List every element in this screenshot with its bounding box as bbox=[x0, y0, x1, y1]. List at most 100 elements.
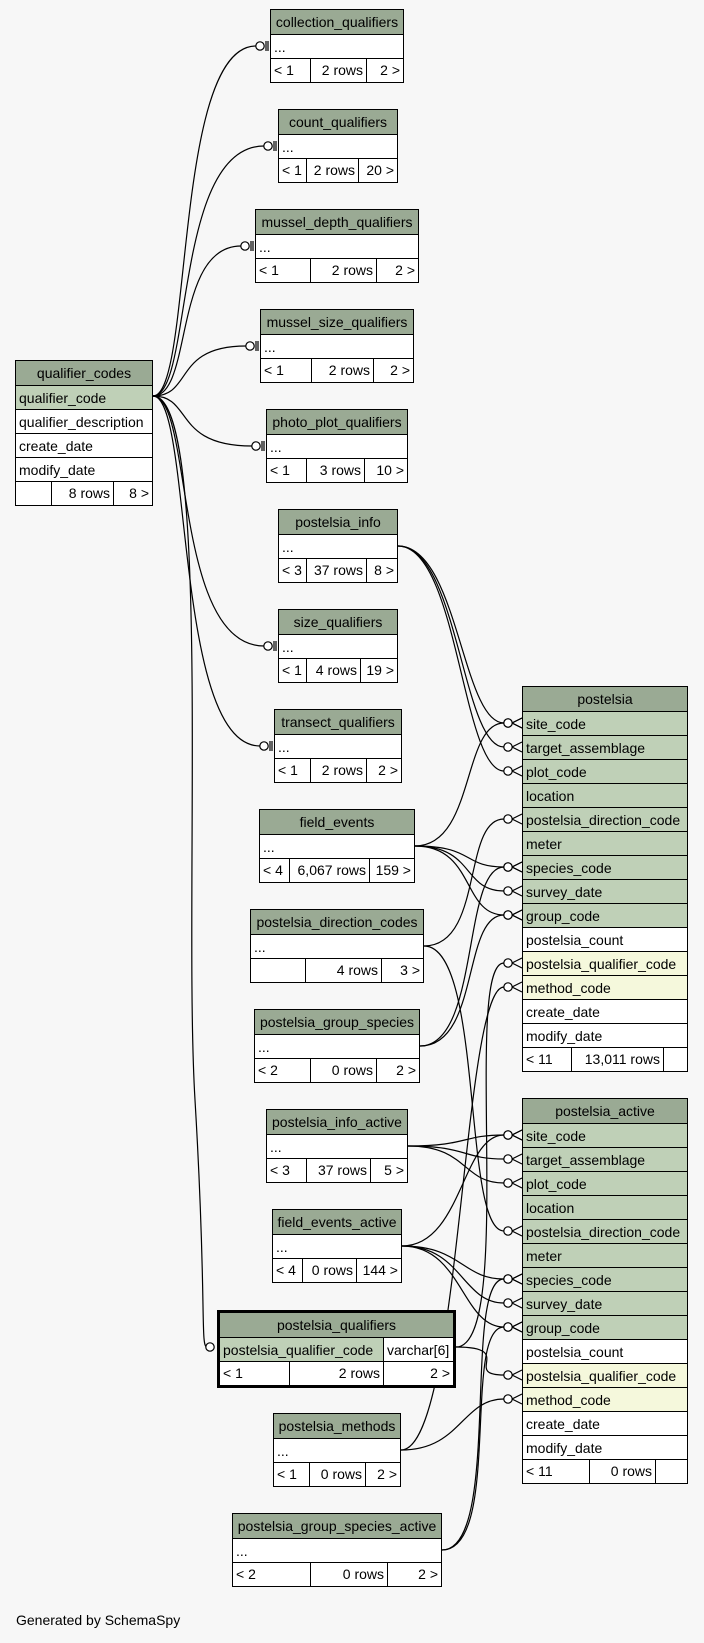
column-postelsia-qualifier-code: postelsia_qualifier_code bbox=[523, 952, 687, 976]
crow-foot-marker bbox=[510, 1225, 523, 1237]
row-count: 0 rows bbox=[303, 1259, 357, 1282]
table-footer: < 1 0 rows 2 > bbox=[274, 1463, 400, 1486]
edge-foreign-key bbox=[397, 545, 505, 772]
column-location: location bbox=[523, 784, 687, 808]
table-postelsia[interactable]: postelsia site_code target_assemblage pl… bbox=[522, 686, 688, 1072]
table-row: ... bbox=[279, 535, 397, 559]
optional-marker bbox=[255, 41, 265, 51]
row-count: 37 rows bbox=[307, 1159, 371, 1182]
table-title: photo_plot_qualifiers bbox=[267, 410, 407, 435]
crow-foot-marker bbox=[510, 1321, 523, 1333]
crow-foot-marker bbox=[510, 1297, 523, 1309]
crow-foot-marker bbox=[510, 1153, 523, 1165]
table-postelsia-methods[interactable]: postelsia_methods ... < 1 0 rows 2 > bbox=[273, 1413, 401, 1487]
column-modify-date: modify_date bbox=[523, 1024, 687, 1048]
row-count: 2 rows bbox=[307, 159, 359, 182]
column-qualifier-description: qualifier_description bbox=[16, 410, 152, 434]
row-count: 2 rows bbox=[312, 359, 374, 382]
table-postelsia-info[interactable]: postelsia_info ... < 3 37 rows 8 > bbox=[278, 509, 398, 583]
column-postelsia-qualifier-code: postelsia_qualifier_code bbox=[523, 1364, 687, 1388]
edge-qualifier-codes bbox=[152, 395, 265, 647]
children-count: 2 > bbox=[396, 1062, 416, 1078]
column-method-code: method_code bbox=[523, 976, 687, 1000]
table-row: ... bbox=[261, 335, 413, 359]
table-postelsia-qualifiers[interactable]: postelsia_qualifiers postelsia_qualifier… bbox=[217, 1310, 456, 1388]
edge-foreign-key bbox=[455, 962, 505, 1348]
optional-marker bbox=[503, 862, 513, 872]
row-count: 4 rows bbox=[307, 659, 361, 682]
crow-foot-marker bbox=[510, 717, 523, 729]
optional-marker bbox=[503, 1322, 513, 1332]
table-postelsia-direction-codes[interactable]: postelsia_direction_codes ... 4 rows 3 > bbox=[250, 909, 424, 983]
table-postelsia-group-species-active[interactable]: postelsia_group_species_active ... < 2 0… bbox=[232, 1513, 442, 1587]
table-row: ... bbox=[233, 1539, 441, 1563]
children-count: 2 > bbox=[418, 1566, 438, 1582]
row-count: 0 rows bbox=[311, 1563, 388, 1586]
edge-foreign-key bbox=[400, 1398, 505, 1451]
table-qualifier-codes[interactable]: qualifier_codes qualifier_code qualifier… bbox=[15, 360, 153, 506]
edge-foreign-key bbox=[400, 986, 505, 1451]
table-footer: < 1 2 rows 2 > bbox=[256, 259, 418, 282]
table-collection-qualifiers[interactable]: collection_qualifiers ... < 1 2 rows 2 > bbox=[270, 9, 404, 83]
table-mussel-depth-qualifiers[interactable]: mussel_depth_qualifiers ... < 1 2 rows 2… bbox=[255, 209, 419, 283]
parents-count: < 1 bbox=[267, 459, 307, 482]
crow-foot-marker bbox=[510, 861, 523, 873]
table-field-events-active[interactable]: field_events_active ... < 4 0 rows 144 > bbox=[272, 1209, 402, 1283]
parents-count: < 11 bbox=[523, 1460, 590, 1483]
children-count: 10 > bbox=[376, 462, 404, 478]
row-count: 2 rows bbox=[311, 759, 367, 782]
table-size-qualifiers[interactable]: size_qualifiers ... < 1 4 rows 19 > bbox=[278, 609, 398, 683]
optional-marker bbox=[503, 1370, 513, 1380]
table-title: transect_qualifiers bbox=[275, 710, 401, 735]
optional-marker bbox=[503, 718, 513, 728]
column-qualifier-code: qualifier_code bbox=[16, 386, 152, 410]
edge-qualifier-codes bbox=[152, 245, 242, 397]
table-postelsia-active[interactable]: postelsia_active site_code target_assemb… bbox=[522, 1098, 688, 1484]
table-title: postelsia_group_species bbox=[255, 1010, 419, 1035]
parents-count: < 1 bbox=[275, 759, 311, 782]
parents-count: < 1 bbox=[256, 259, 311, 282]
row-count: 3 rows bbox=[307, 459, 365, 482]
table-row: ... bbox=[279, 635, 397, 659]
edge-foreign-key bbox=[401, 1134, 505, 1247]
edge-foreign-key bbox=[397, 545, 505, 748]
table-row: ... bbox=[273, 1235, 401, 1259]
table-transect-qualifiers[interactable]: transect_qualifiers ... < 1 2 rows 2 > bbox=[274, 709, 402, 783]
optional-marker bbox=[263, 141, 273, 151]
table-title: postelsia_qualifiers bbox=[220, 1313, 453, 1338]
table-field-events[interactable]: field_events ... < 4 6,067 rows 159 > bbox=[259, 809, 415, 883]
table-title: field_events bbox=[260, 810, 414, 835]
table-postelsia-info-active[interactable]: postelsia_info_active ... < 3 37 rows 5 … bbox=[266, 1109, 408, 1183]
column-postelsia-count: postelsia_count bbox=[523, 1340, 687, 1364]
column-type: varchar[6] bbox=[384, 1338, 453, 1361]
edge-foreign-key bbox=[407, 1145, 505, 1184]
column-postelsia-qualifier-code: postelsia_qualifier_code varchar[6] bbox=[220, 1338, 453, 1362]
edge-foreign-key bbox=[414, 845, 505, 892]
table-count-qualifiers[interactable]: count_qualifiers ... < 1 2 rows 20 > bbox=[278, 109, 398, 183]
column-meter: meter bbox=[523, 832, 687, 856]
parents-count: < 1 bbox=[279, 159, 307, 182]
table-row: ... bbox=[267, 435, 407, 459]
table-footer: < 2 0 rows 2 > bbox=[255, 1059, 419, 1082]
table-footer: < 4 6,067 rows 159 > bbox=[260, 859, 414, 882]
column-site-code: site_code bbox=[523, 1124, 687, 1148]
children-count: 19 > bbox=[366, 662, 394, 678]
edge-foreign-key bbox=[407, 1145, 505, 1160]
children-count: 8 > bbox=[129, 485, 149, 501]
row-count: 0 rows bbox=[310, 1463, 366, 1486]
optional-marker bbox=[503, 1274, 513, 1284]
table-footer: < 11 13,011 rows bbox=[523, 1048, 687, 1071]
table-mussel-size-qualifiers[interactable]: mussel_size_qualifiers ... < 1 2 rows 2 … bbox=[260, 309, 414, 383]
table-photo-plot-qualifiers[interactable]: photo_plot_qualifiers ... < 1 3 rows 10 … bbox=[266, 409, 408, 483]
column-meter: meter bbox=[523, 1244, 687, 1268]
edge-qualifier-codes bbox=[152, 345, 247, 397]
edge-foreign-key bbox=[401, 1245, 505, 1328]
table-postelsia-group-species[interactable]: postelsia_group_species ... < 2 0 rows 2… bbox=[254, 1009, 420, 1083]
parents-count: < 2 bbox=[233, 1563, 311, 1586]
column-species-code: species_code bbox=[523, 1268, 687, 1292]
column-survey-date: survey_date bbox=[523, 1292, 687, 1316]
optional-marker bbox=[503, 1298, 513, 1308]
crow-foot-marker bbox=[510, 741, 523, 753]
column-group-code: group_code bbox=[523, 1316, 687, 1340]
